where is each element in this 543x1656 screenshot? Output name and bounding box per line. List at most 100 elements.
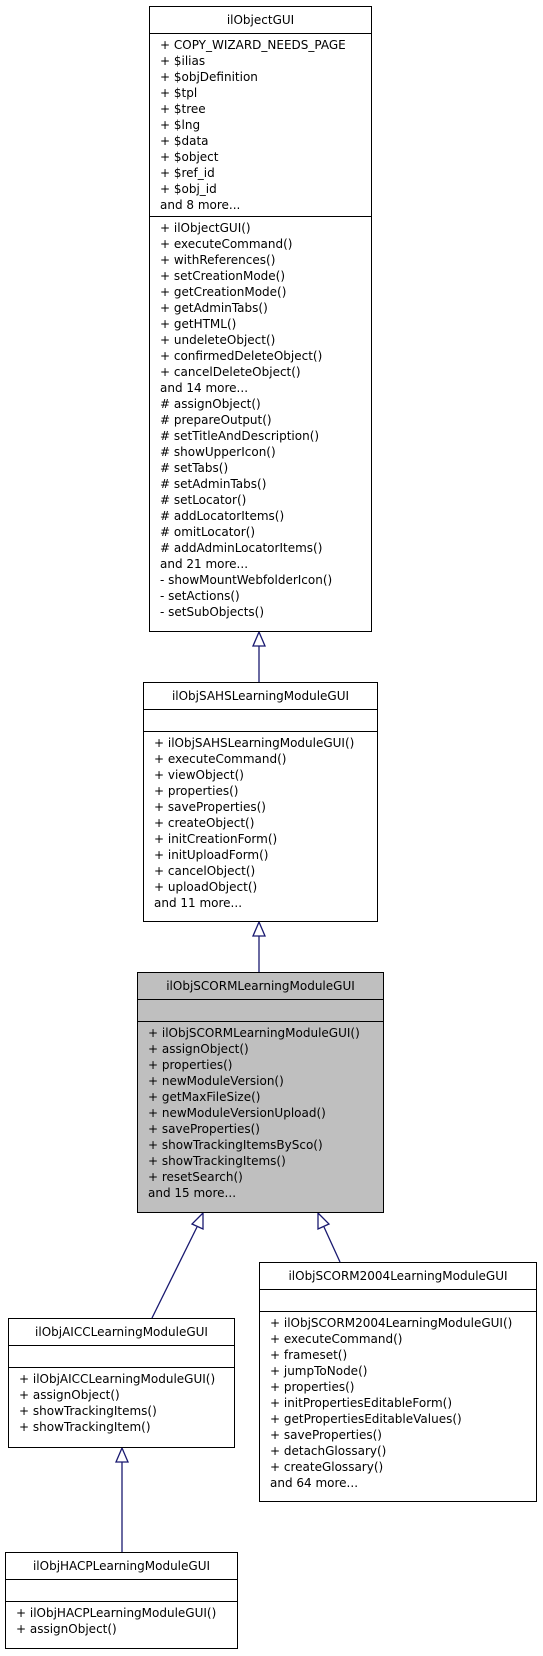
method: + setCreationMode() — [160, 269, 286, 283]
method: # addAdminLocatorItems() — [160, 541, 323, 555]
attributes-section — [9, 1346, 234, 1368]
attributes-section — [260, 1290, 536, 1312]
method: + createGlossary() — [270, 1460, 384, 1474]
inheritance-arrowhead — [317, 1211, 331, 1231]
methods-section: + ilObjSCORM2004LearningModuleGUI() + ex… — [260, 1312, 536, 1494]
inheritance-arrowhead — [252, 630, 266, 647]
class-box-ilobjhacplearningmodulegui: ilObjHACPLearningModuleGUI + ilObjHACPLe… — [5, 1552, 238, 1649]
method: + cancelObject() — [154, 864, 256, 878]
method: # prepareOutput() — [160, 413, 272, 427]
method: + resetSearch() — [148, 1170, 243, 1184]
method: and 14 more... — [160, 381, 249, 395]
method: # setLocator() — [160, 493, 247, 507]
attribute: + $lng — [160, 118, 201, 132]
method: + getCreationMode() — [160, 285, 287, 299]
method: # setTabs() — [160, 461, 229, 475]
method: + properties() — [148, 1058, 233, 1072]
attribute: + $object — [160, 150, 219, 164]
method: # assignObject() — [160, 397, 261, 411]
method: # omitLocator() — [160, 525, 256, 539]
method: + initUploadForm() — [154, 848, 269, 862]
method: + properties() — [154, 784, 239, 798]
class-name: ilObjectGUI — [150, 7, 371, 34]
method: + undeleteObject() — [160, 333, 276, 347]
method: # addLocatorItems() — [160, 509, 285, 523]
attribute: + $ref_id — [160, 166, 215, 180]
method: + ilObjAICCLearningModuleGUI() — [19, 1372, 216, 1386]
method: + ilObjSAHSLearningModuleGUI() — [154, 736, 355, 750]
method: # setTitleAndDescription() — [160, 429, 320, 443]
method: + saveProperties() — [154, 800, 266, 814]
method: + ilObjSCORM2004LearningModuleGUI() — [270, 1316, 513, 1330]
method: + saveProperties() — [148, 1122, 260, 1136]
method: + showTrackingItems() — [148, 1154, 286, 1168]
method: + saveProperties() — [270, 1428, 382, 1442]
attribute: + $objDefinition — [160, 70, 258, 84]
class-box-ilobjscorm2004learningmodulegui: ilObjSCORM2004LearningModuleGUI + ilObjS… — [259, 1262, 537, 1502]
attribute: + $data — [160, 134, 209, 148]
method: + detachGlossary() — [270, 1444, 387, 1458]
method: + cancelDeleteObject() — [160, 365, 301, 379]
method: # setAdminTabs() — [160, 477, 267, 491]
method: + assignObject() — [16, 1622, 117, 1636]
method: + getAdminTabs() — [160, 301, 268, 315]
class-name: ilObjSAHSLearningModuleGUI — [144, 683, 377, 710]
method: + confirmedDeleteObject() — [160, 349, 323, 363]
method: + ilObjSCORMLearningModuleGUI() — [148, 1026, 360, 1040]
method: # showUpperIcon() — [160, 445, 276, 459]
method: + executeCommand() — [154, 752, 287, 766]
method: - setActions() — [160, 589, 240, 603]
method: - setSubObjects() — [160, 605, 265, 619]
method: and 64 more... — [270, 1476, 359, 1490]
method: + getMaxFileSize() — [148, 1090, 261, 1104]
edge-scorm2004-to-scorm — [323, 1226, 341, 1263]
method: + assignObject() — [19, 1388, 120, 1402]
method: + viewObject() — [154, 768, 244, 782]
attributes-section: + COPY_WIZARD_NEEDS_PAGE + $ilias + $obj… — [150, 34, 371, 217]
method: + getPropertiesEditableValues() — [270, 1412, 462, 1426]
method: - showMountWebfolderIcon() — [160, 573, 333, 587]
method: + executeCommand() — [270, 1332, 403, 1346]
method: + properties() — [270, 1380, 355, 1394]
methods-section: + ilObjectGUI() + executeCommand() + wit… — [150, 217, 371, 623]
method: + showTrackingItem() — [19, 1420, 151, 1434]
method: + newModuleVersionUpload() — [148, 1106, 326, 1120]
method: + createObject() — [154, 816, 255, 830]
method: + ilObjHACPLearningModuleGUI() — [16, 1606, 217, 1620]
methods-section: + ilObjSCORMLearningModuleGUI() + assign… — [138, 1022, 383, 1204]
class-name: ilObjSCORM2004LearningModuleGUI — [260, 1263, 536, 1290]
class-name: ilObjSCORMLearningModuleGUI — [138, 973, 383, 1000]
method: + showTrackingItems() — [19, 1404, 157, 1418]
method: and 15 more... — [148, 1186, 237, 1200]
attribute: + COPY_WIZARD_NEEDS_PAGE — [160, 38, 346, 52]
method: and 11 more... — [154, 896, 243, 910]
class-box-ilobjaicclearningmodulegui: ilObjAICCLearningModuleGUI + ilObjAICCLe… — [8, 1318, 235, 1448]
class-box-ilobjsahslearningmodulegui: ilObjSAHSLearningModuleGUI + ilObjSAHSLe… — [143, 682, 378, 922]
method: + getHTML() — [160, 317, 237, 331]
method: + jumpToNode() — [270, 1364, 368, 1378]
attribute: + $tpl — [160, 86, 198, 100]
class-box-ilobjscormlearningmodulegui: ilObjSCORMLearningModuleGUI + ilObjSCORM… — [137, 972, 384, 1213]
class-box-ilobjectgui: ilObjectGUI + COPY_WIZARD_NEEDS_PAGE + $… — [149, 6, 372, 632]
attribute: + $ilias — [160, 54, 206, 68]
method: + frameset() — [270, 1348, 348, 1362]
method: + uploadObject() — [154, 880, 258, 894]
attributes-section — [138, 1000, 383, 1022]
inheritance-arrowhead — [252, 920, 266, 937]
method: + withReferences() — [160, 253, 276, 267]
edge-aicc-to-scorm — [151, 1226, 198, 1319]
method: + assignObject() — [148, 1042, 249, 1056]
inheritance-arrowhead — [115, 1446, 129, 1463]
methods-section: + ilObjHACPLearningModuleGUI() + assignO… — [6, 1602, 237, 1640]
methods-section: + ilObjAICCLearningModuleGUI() + assignO… — [9, 1368, 234, 1438]
method: and 21 more... — [160, 557, 249, 571]
attributes-section — [144, 710, 377, 732]
method: + newModuleVersion() — [148, 1074, 284, 1088]
attribute: + $tree — [160, 102, 206, 116]
attributes-section — [6, 1580, 237, 1602]
attribute: and 8 more... — [160, 198, 241, 212]
method: + initPropertiesEditableForm() — [270, 1396, 453, 1410]
method: + initCreationForm() — [154, 832, 278, 846]
attribute: + $obj_id — [160, 182, 217, 196]
